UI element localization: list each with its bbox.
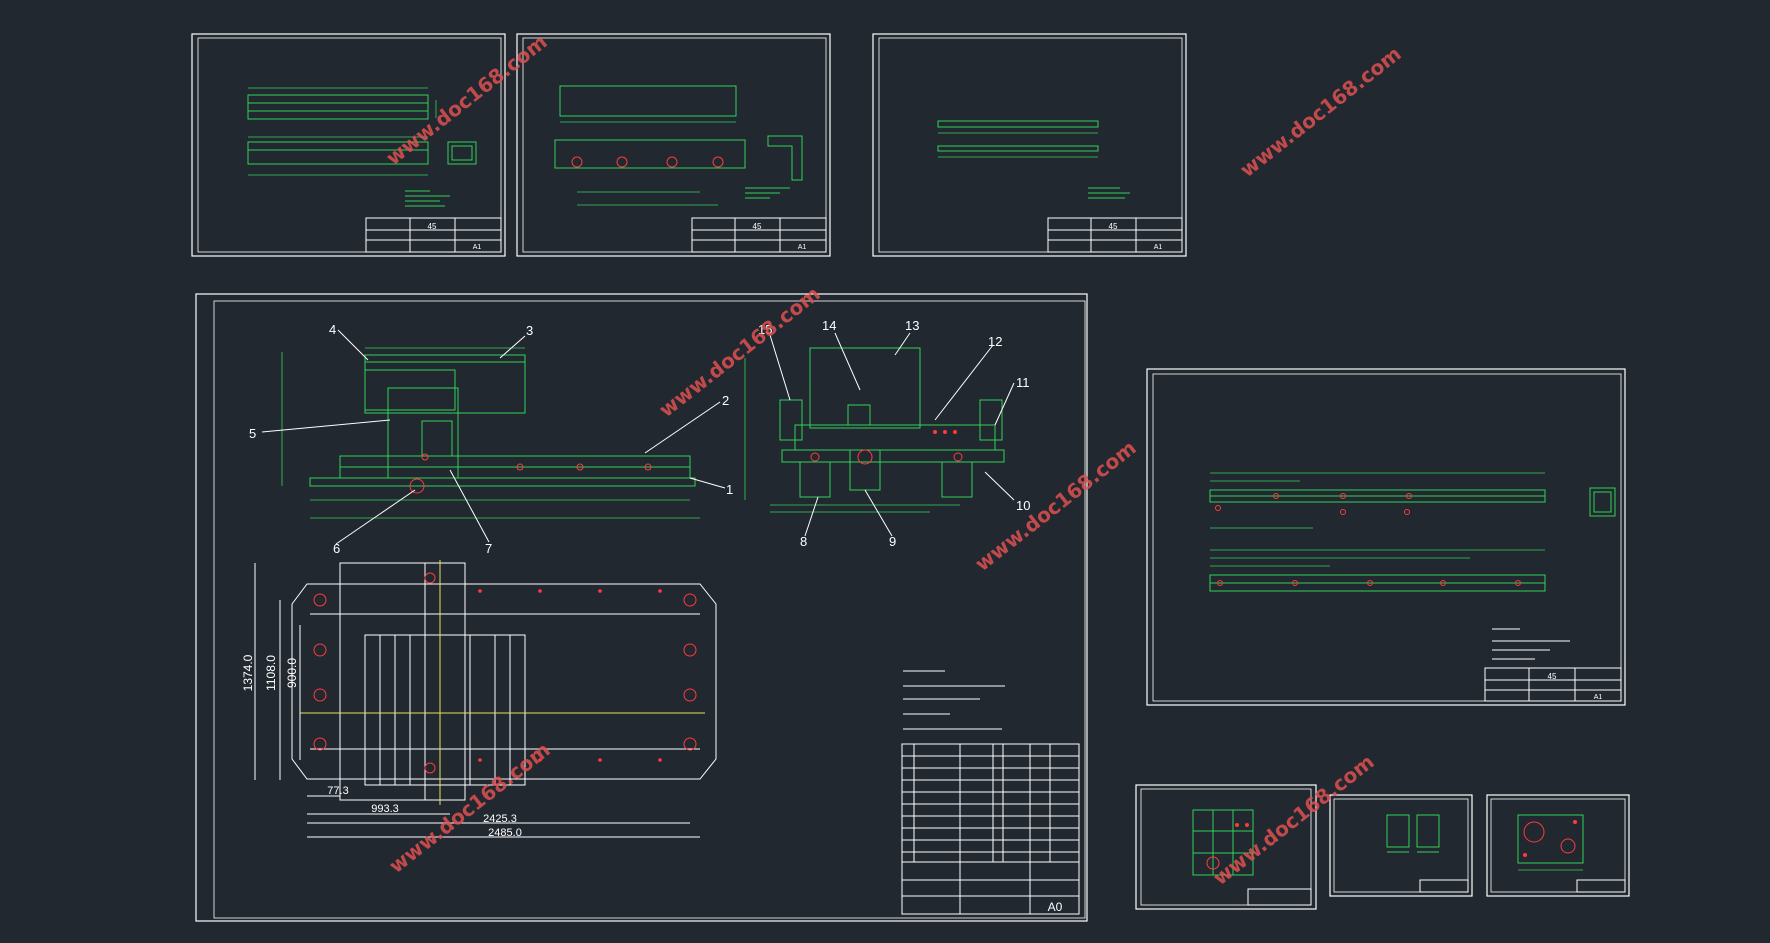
watermark-text: www.doc168.com — [381, 29, 551, 169]
sheet-part-5[interactable] — [1135, 784, 1317, 910]
sheet-part-1[interactable]: 45 A1 — [191, 33, 506, 257]
watermark-text: www.doc168.com — [970, 435, 1140, 575]
plan-dim-2485: 2485.0 — [488, 827, 522, 839]
watermarks: www.doc168.com www.doc168.com www.doc168… — [381, 29, 1405, 889]
sheet-size-label: A1 — [1594, 694, 1603, 701]
sheet-size-label: A1 — [798, 244, 807, 251]
balloon-9: 9 — [889, 534, 896, 549]
sheet-part-7[interactable] — [1486, 794, 1630, 897]
balloon-10: 10 — [1016, 498, 1030, 513]
plan-dim-993: 993.3 — [371, 803, 399, 815]
balloon-2: 2 — [722, 393, 729, 408]
plan-view: 1374.0 1108.0 900.0 77.3 993.3 2425.3 24… — [241, 560, 717, 839]
balloon-15: 15 — [758, 322, 772, 337]
watermark-text: www.doc168.com — [1235, 41, 1405, 181]
material-label: 45 — [1109, 222, 1118, 231]
balloon-callouts: 1 2 3 4 5 6 7 8 9 10 11 12 13 14 15 — [249, 318, 1030, 556]
sheet-part-3[interactable]: 45 A1 — [872, 33, 1187, 257]
balloon-7: 7 — [485, 541, 492, 556]
sheet-part-2[interactable]: 45 A1 — [516, 33, 831, 257]
sheet-assembly[interactable]: 1374.0 1108.0 900.0 77.3 993.3 2425.3 24… — [195, 293, 1088, 922]
sheet-part-4[interactable]: 45 A1 — [1146, 368, 1626, 706]
balloon-3: 3 — [526, 323, 533, 338]
watermark-text: www.doc168.com — [654, 281, 824, 421]
side-view — [744, 347, 1005, 513]
plan-dim-1374: 1374.0 — [241, 654, 255, 691]
material-label: 45 — [1548, 672, 1557, 681]
balloon-6: 6 — [333, 541, 340, 556]
plan-dim-2425: 2425.3 — [483, 813, 517, 825]
material-label: 45 — [753, 222, 762, 231]
front-view — [281, 347, 700, 519]
watermark-text: www.doc168.com — [1208, 749, 1378, 889]
balloon-1: 1 — [726, 482, 733, 497]
balloon-11: 11 — [1016, 375, 1030, 390]
balloon-13: 13 — [905, 318, 919, 333]
balloon-14: 14 — [822, 318, 836, 333]
sheet-size-label: A1 — [1154, 244, 1163, 251]
assembly-sheet-size: A0 — [1048, 900, 1063, 914]
sheet-size-label: A1 — [473, 244, 482, 251]
balloon-8: 8 — [800, 534, 807, 549]
plan-dim-77: 77.3 — [327, 785, 348, 797]
plan-dim-900: 900.0 — [285, 658, 299, 688]
balloon-12: 12 — [988, 334, 1002, 349]
balloon-4: 4 — [329, 322, 336, 337]
parts-list: A0 — [901, 743, 1080, 915]
plan-dim-1108: 1108.0 — [264, 655, 278, 691]
material-label: 45 — [428, 222, 437, 231]
sheet-part-6[interactable] — [1329, 794, 1473, 897]
balloon-5: 5 — [249, 426, 256, 441]
technical-notes — [903, 670, 1005, 730]
